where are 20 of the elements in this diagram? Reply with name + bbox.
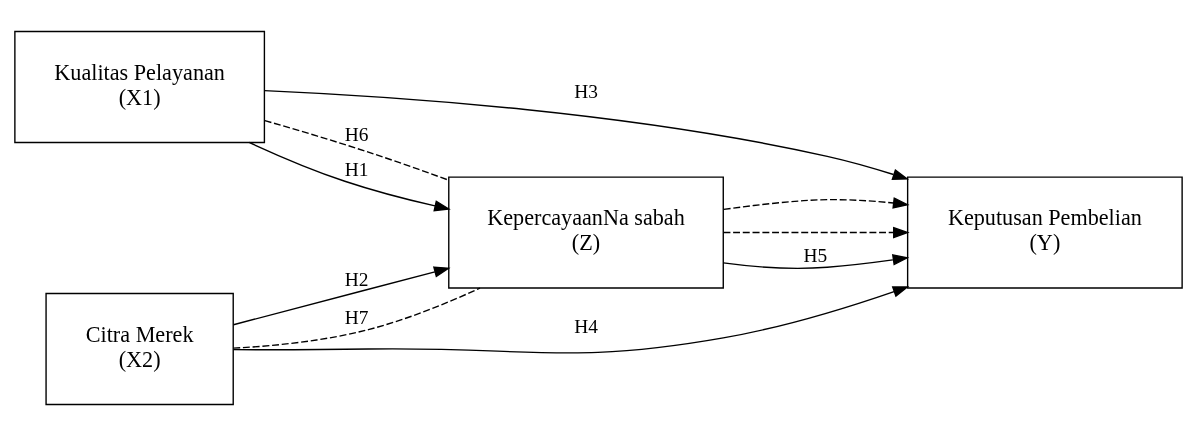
connector — [232, 286, 481, 349]
edge-label: H4 — [574, 315, 598, 337]
arrow — [232, 265, 451, 325]
edge-label: H6 — [344, 123, 369, 145]
edge-label: H2 — [344, 268, 369, 290]
arrow — [232, 285, 910, 354]
arrow — [722, 253, 910, 269]
node-box: Keputusan Pembelian (Y) — [906, 175, 1183, 289]
edge-label: H1 — [344, 158, 369, 180]
node-box: Kualitas Pelayanan (X1) — [14, 30, 266, 143]
node-box: KepercayaanNa sabah (Z) — [448, 175, 724, 289]
arrow — [248, 141, 451, 212]
edge-label: H7 — [344, 306, 369, 328]
node-box: Citra Merek (X2) — [45, 292, 234, 405]
edge-label: H3 — [574, 80, 598, 102]
connector — [264, 119, 450, 181]
arrow — [263, 89, 910, 180]
edge-label: H5 — [803, 244, 828, 266]
arrow — [722, 226, 910, 238]
arrow — [723, 196, 910, 210]
